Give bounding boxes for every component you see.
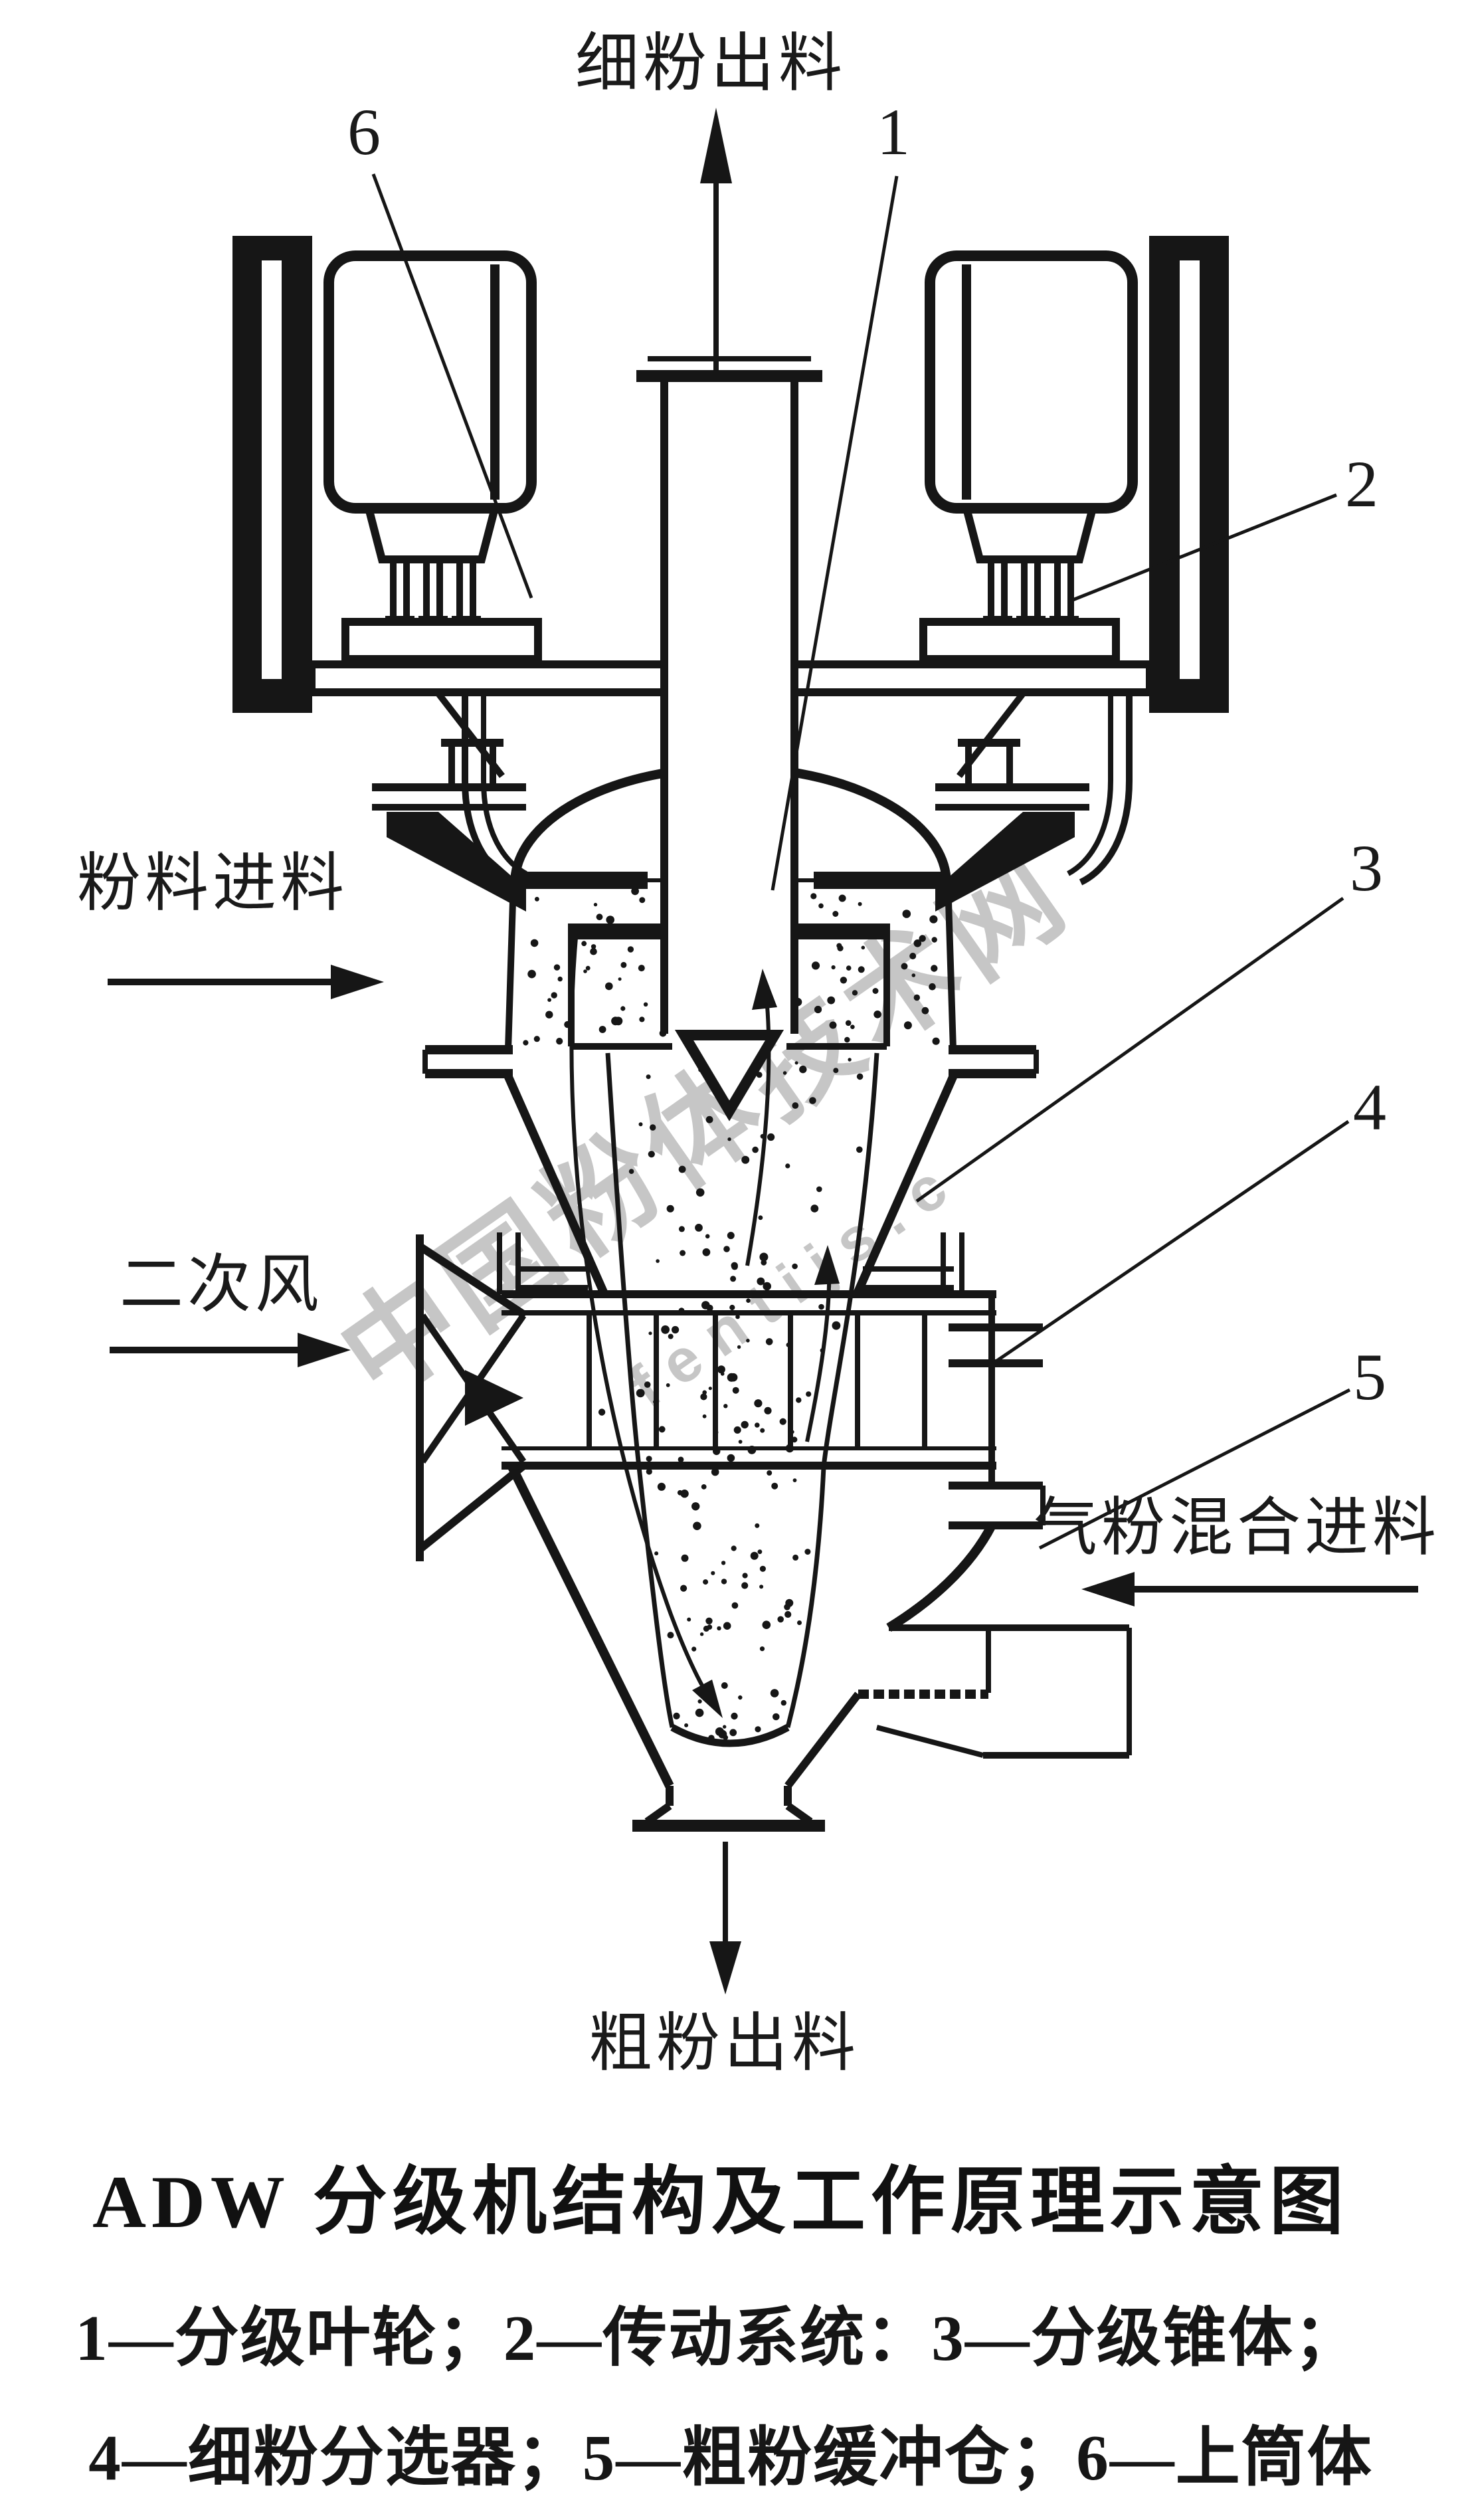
part-number-2: 2 [1345, 447, 1378, 521]
label-fine-powder-out: 细粉出料 [575, 28, 846, 99]
leader-lines [371, 173, 1351, 1550]
classifying-cone [497, 1074, 964, 1296]
figure-legend-line1: 1—分级叶轮；2—传动系统：3—分级锥体； [75, 2303, 1360, 2374]
waist-flanges [422, 1045, 1039, 1078]
figure-title: ADW 分级机结构及工作原理示意图 [92, 2161, 1349, 2244]
coarse-powder-buffer-cone [507, 1052, 996, 1832]
figure-legend-line2: 4—细粉分选器；5—粗粉缓冲仓；6—上筒体 [88, 2422, 1373, 2493]
part-number-6: 6 [347, 95, 381, 169]
fine-powder-outlet-pipe [636, 356, 822, 1036]
fine-powder-out-arrow [700, 108, 732, 371]
label-coarse-powder-out: 粗粉出料 [589, 2008, 860, 2079]
part-number-4: 4 [1353, 1070, 1386, 1144]
part-number-5: 5 [1353, 1340, 1386, 1414]
secondary-air-inlet [416, 1234, 528, 1561]
label-powder-feed: 粉料进料 [77, 848, 348, 919]
powder-speckles [520, 887, 940, 1741]
right-motor [919, 250, 1138, 663]
secondary-air-arrow [110, 1333, 351, 1367]
powder-feed-arrow [108, 965, 384, 999]
part-number-3: 3 [1350, 831, 1383, 905]
mix-feed-duct [784, 1624, 1132, 1789]
part-number-1: 1 [877, 95, 910, 169]
right-support-plate [1149, 236, 1229, 713]
left-motor [323, 250, 542, 663]
right-feed-lug [935, 739, 1089, 912]
mix-feed-arrow [1081, 1572, 1418, 1606]
coarse-powder-out-arrow [709, 1842, 741, 1994]
label-mix-feed: 气粉混合进料 [1034, 1492, 1440, 1563]
left-support-plate [232, 236, 312, 713]
fine-powder-separator [502, 1290, 1046, 1529]
internal-flow-arrows [569, 929, 840, 1718]
left-feed-lug [372, 739, 526, 912]
label-secondary-air: 二次风 [120, 1249, 323, 1320]
